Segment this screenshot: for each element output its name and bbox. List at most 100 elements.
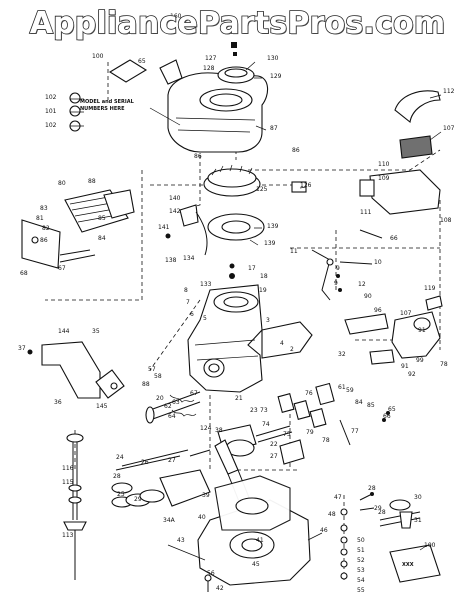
part-label: 80 [58,180,66,187]
part-label: 46 [320,527,328,534]
part-label: 8 [184,287,188,294]
part-label: 45 [252,561,260,568]
part-label: 119 [424,285,436,292]
part-label: 74 [262,421,270,428]
part-label: 124 [200,425,212,432]
part-label: 109 [378,175,390,182]
part-label: 11 [290,248,298,255]
part-label: 107 [400,310,412,317]
crankcase-cover [197,475,311,592]
part-label: 128 [203,65,215,72]
part-label: 112 [443,88,455,95]
part-label: 85 [98,215,106,222]
part-label: 100 [92,53,104,60]
part-label: 29 [374,505,382,512]
part-label: 81 [36,215,44,222]
part-label: 126 [300,182,312,189]
part-label: 40 [198,514,206,521]
part-label: 61 [338,384,346,391]
part-label: 101 [45,108,57,115]
part-label: 24 [116,454,124,461]
part-label: 129 [270,73,282,80]
part-label: 138 [165,257,177,264]
part-label: 4 [280,340,284,347]
part-label: 76 [305,390,313,397]
part-label: 79 [306,429,314,436]
part-label: 96 [374,307,382,314]
part-label: 63 [172,399,180,406]
part-label: 144 [58,328,70,335]
governor-linkage [311,229,383,301]
part-label: 35 [92,328,100,335]
part-label: 31 [414,517,422,524]
part-label: 142 [169,208,181,215]
part-label: 88 [142,381,150,388]
housing-note-line-2: NUMBERS HERE [80,106,125,112]
dipstick-tube [63,433,87,580]
cylinder-head [21,189,135,269]
housing-note-line-1: MODEL and SERIAL [80,99,135,105]
part-label: 73 [260,407,268,414]
part-label: 29 [134,496,142,503]
part-label: 133 [200,281,212,288]
part-label: 90 [364,293,372,300]
part-label: 38 [215,427,223,434]
part-label: 91 [418,327,426,334]
part-label: 20 [156,395,164,402]
leader-lines [70,61,442,561]
part-label: 65 [388,406,396,413]
part-label: 57 [148,366,156,373]
part-label: 115 [62,479,74,486]
part-label: 99 [416,357,424,364]
part-label: 87 [270,125,278,132]
part-label: 56 [207,570,215,577]
carburetor [344,295,443,365]
part-label: 88 [88,178,96,185]
part-label: 53 [357,567,365,574]
part-label: 9 [336,265,340,272]
part-label: 66 [390,235,398,242]
svg-text:XXX: XXX [402,562,414,568]
part-label: 130 [267,55,279,62]
part-label: 92 [408,371,416,378]
air-filter [359,90,441,215]
part-label: 30 [414,494,422,501]
part-label: 7 [186,299,190,306]
part-label: 10 [374,259,382,266]
part-label: 36 [54,399,62,406]
part-label: 140 [169,195,181,202]
starter-pulley [108,42,255,85]
part-label: 84 [355,399,363,406]
part-label: 82 [42,225,50,232]
part-label: 77 [351,428,359,435]
part-label: 141 [158,224,170,231]
part-label: 9 [334,280,338,287]
part-label: 111 [360,209,372,216]
part-label: 6 [190,311,194,318]
part-label: 59 [346,387,354,394]
part-label: 23 [250,407,258,414]
part-label: 55 [357,587,365,594]
part-label: 102 [45,94,57,101]
part-label: 139 [267,223,279,230]
part-label: 78 [322,437,330,444]
part-label: 100 [424,542,436,549]
part-label: 54 [357,577,365,584]
part-label: 91 [401,363,409,370]
part-label: 83 [40,205,48,212]
part-label: 145 [96,403,108,410]
part-label: 86 [194,153,202,160]
part-label: 50 [357,537,365,544]
part-label: 43 [177,537,185,544]
part-label: 84 [98,235,106,242]
part-label: 3 [266,317,270,324]
part-label: 21 [235,395,243,402]
part-label: 116 [62,465,74,472]
piston-assembly [111,449,211,508]
part-label: 48 [328,511,336,518]
part-label: 58 [154,373,162,380]
part-label: 17 [248,265,256,272]
part-label: 62 [164,403,172,410]
